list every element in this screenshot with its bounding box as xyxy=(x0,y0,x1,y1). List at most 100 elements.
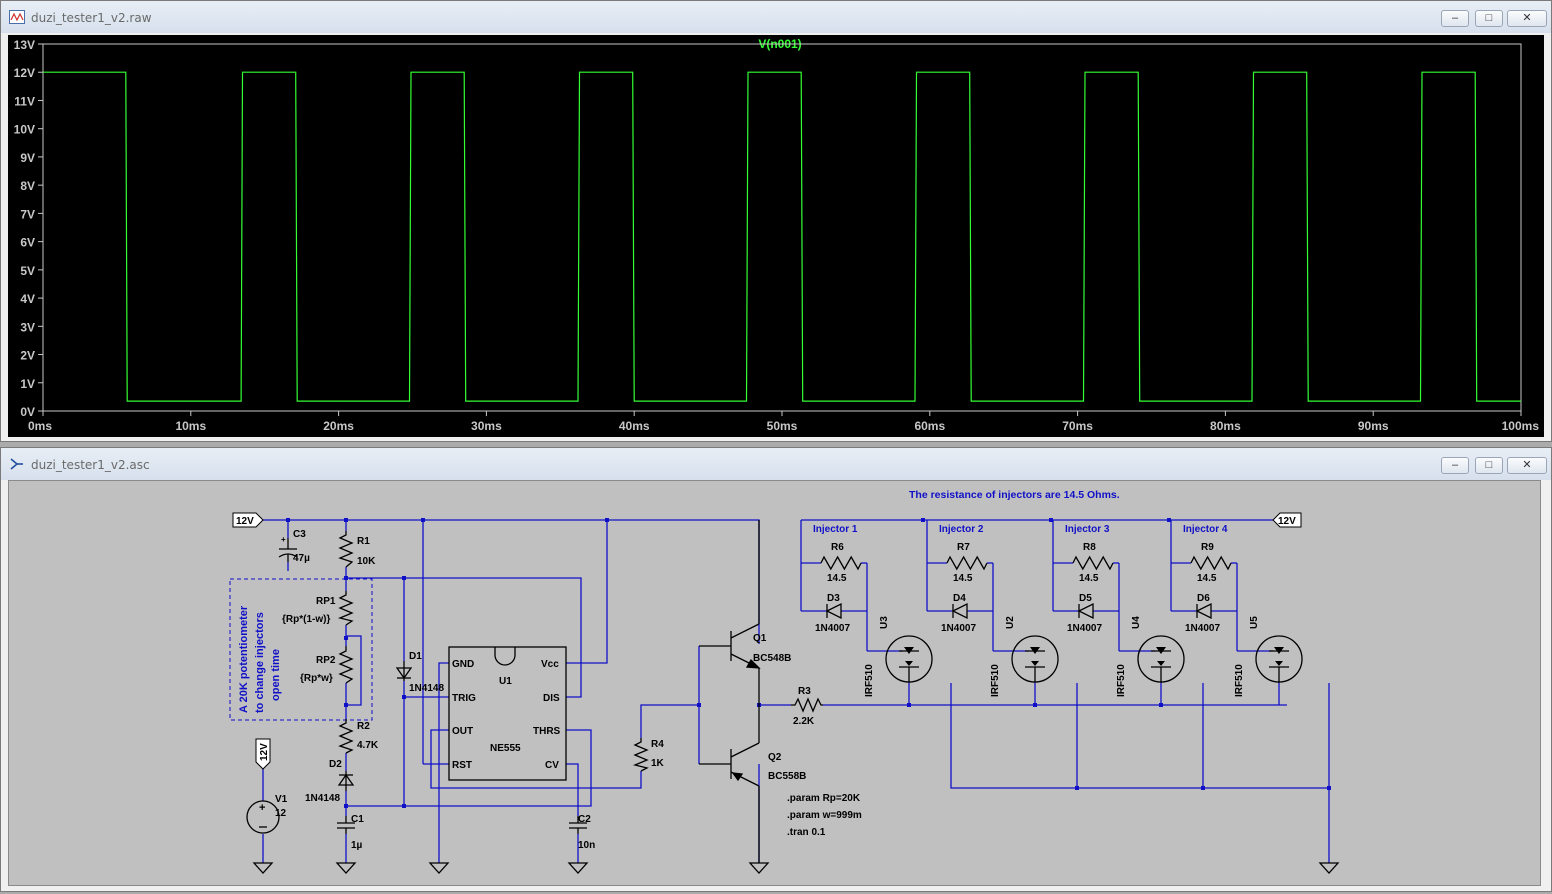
injector-diode-name: D5 xyxy=(1079,593,1092,604)
injector-resistor xyxy=(946,555,988,571)
plot-frame xyxy=(42,43,1522,412)
x-tick-label: 20ms xyxy=(323,419,354,433)
injector-resistor-name: R9 xyxy=(1201,542,1214,553)
y-tick-label: 0V xyxy=(20,405,35,419)
pot-comment-line2: to change injectors xyxy=(254,612,266,713)
pot-comment: A 20K potentiometer to change injectors … xyxy=(238,605,282,713)
rp2-name: RP2 xyxy=(316,655,336,666)
minimize-button[interactable]: – xyxy=(1441,10,1469,27)
x-tick-label: 30ms xyxy=(471,419,502,433)
x-tick-label: 0ms xyxy=(28,419,52,433)
pin-gnd: GND xyxy=(452,659,474,670)
maximize-button[interactable]: □ xyxy=(1475,10,1503,27)
schematic-titlebar[interactable]: duzi_tester1_v2.asc – □ ✕ xyxy=(1,448,1551,480)
pin-trig: TRIG xyxy=(452,693,476,704)
schematic-window[interactable]: duzi_tester1_v2.asc – □ ✕ xyxy=(0,447,1552,892)
c1-name: C1 xyxy=(351,814,364,825)
q1-name: Q1 xyxy=(753,633,767,644)
net-label-v1: 12V xyxy=(259,743,270,761)
injector-diode-value: 1N4007 xyxy=(941,623,976,634)
waveform-chart[interactable]: V(n001) 0V1V2V3V4V5V6V7V8V9V10V11V12V13V… xyxy=(8,35,1544,437)
r2-value: 4.7K xyxy=(357,740,379,751)
injector-diode-name: D4 xyxy=(953,593,966,604)
close-button[interactable]: ✕ xyxy=(1507,457,1547,474)
mosfet-name: U5 xyxy=(1249,616,1260,629)
schematic-drawing[interactable]: + 12V 12V 12V + xyxy=(9,481,1542,887)
injector-diode xyxy=(951,602,968,620)
injector-label: Injector 3 xyxy=(1065,524,1110,535)
rp1-value: {Rp*(1-w)} xyxy=(282,614,330,625)
y-tick-label: 10V xyxy=(14,123,35,137)
x-tick-label: 70ms xyxy=(1062,419,1093,433)
maximize-icon: □ xyxy=(1485,459,1493,471)
injector-label: Injector 2 xyxy=(939,524,984,535)
y-tick-label: 9V xyxy=(20,151,35,165)
close-icon: ✕ xyxy=(1522,459,1532,471)
minimize-icon: – xyxy=(1451,12,1459,24)
d1-value: 1N4148 xyxy=(409,683,444,694)
pin-rst: RST xyxy=(452,760,472,771)
close-icon: ✕ xyxy=(1522,12,1532,24)
injector-resistance-note: The resistance of injectors are 14.5 Ohm… xyxy=(909,489,1120,501)
net-label-12v-right: 12V xyxy=(1278,516,1296,527)
c1-value: 1µ xyxy=(351,840,363,851)
injector-resistor xyxy=(1190,555,1232,571)
pin-dis: DIS xyxy=(543,693,560,704)
injector-resistor-value: 14.5 xyxy=(1197,573,1217,584)
waveform-window-title: duzi_tester1_v2.raw xyxy=(31,11,152,25)
mosfet-part: IRF510 xyxy=(990,664,1001,697)
y-tick-label: 11V xyxy=(14,94,35,108)
c2-name: C2 xyxy=(578,814,591,825)
mosfet-body-diode xyxy=(1030,647,1040,654)
r3-value: 2.2K xyxy=(793,716,815,727)
maximize-button[interactable]: □ xyxy=(1475,457,1503,474)
injector-resistor-name: R6 xyxy=(831,542,844,553)
injector-diode xyxy=(825,602,842,620)
y-tick-label: 7V xyxy=(20,207,35,221)
schematic-file-icon xyxy=(10,458,23,470)
minimize-button[interactable]: – xyxy=(1441,457,1469,474)
mosfet-part: IRF510 xyxy=(864,664,875,697)
x-tick-label: 40ms xyxy=(619,419,650,433)
directive-rp: .param Rp=20K xyxy=(787,793,861,804)
injector-resistor-value: 14.5 xyxy=(953,573,973,584)
injector-diode xyxy=(1195,602,1212,620)
mosfet-body-diode xyxy=(904,647,914,654)
close-button[interactable]: ✕ xyxy=(1507,10,1547,27)
injector-resistor xyxy=(820,555,862,571)
x-tick-label: 90ms xyxy=(1358,419,1389,433)
net-flag-12v-left[interactable]: 12V xyxy=(232,512,264,528)
v1-name: V1 xyxy=(275,794,288,805)
u1-part: NE555 xyxy=(490,743,521,754)
r2-name: R2 xyxy=(357,721,370,732)
y-tick-label: 2V xyxy=(20,349,35,363)
schematic-window-title: duzi_tester1_v2.asc xyxy=(31,458,150,472)
mosfet-arrow xyxy=(1031,661,1039,666)
r4-value: 1K xyxy=(651,758,665,769)
minimize-icon: – xyxy=(1451,459,1459,471)
directive-w: .param w=999m xyxy=(787,810,862,821)
x-tick-label: 10ms xyxy=(175,419,206,433)
injector-diode xyxy=(1077,602,1094,620)
net-flag-v1[interactable]: 12V xyxy=(255,738,271,770)
waveform-titlebar[interactable]: duzi_tester1_v2.raw – □ ✕ xyxy=(1,1,1551,33)
mosfet-name: U4 xyxy=(1131,616,1142,629)
y-tick-label: 8V xyxy=(20,179,35,193)
y-tick-label: 13V xyxy=(14,38,35,52)
q2-value: BC558B xyxy=(768,771,806,782)
v1-value: 12 xyxy=(275,808,287,819)
schematic-canvas[interactable]: + 12V 12V 12V + xyxy=(8,480,1541,886)
q2-name: Q2 xyxy=(768,752,782,763)
potentiometer-box xyxy=(229,578,373,721)
net-flag-12v-right[interactable]: 12V xyxy=(1272,512,1302,528)
y-tick-label: 3V xyxy=(20,320,35,334)
c3-name: C3 xyxy=(293,529,306,540)
series-line-V(n001)[interactable] xyxy=(43,71,1521,402)
rp2-value: {Rp*w} xyxy=(300,673,333,684)
u1-name: U1 xyxy=(499,676,512,687)
